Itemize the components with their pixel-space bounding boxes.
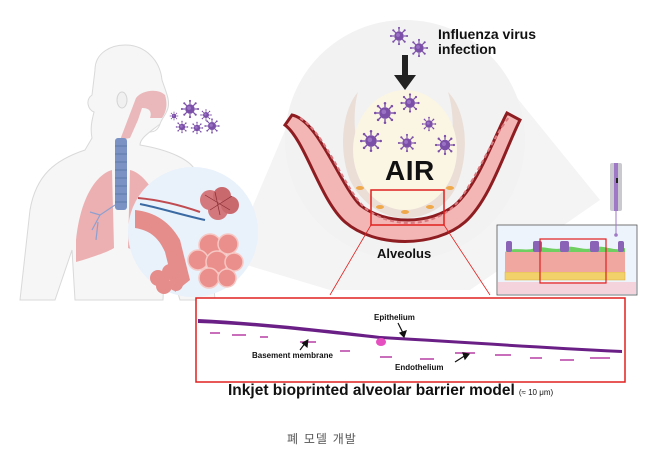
trachea (115, 138, 127, 210)
lung-alveoli-zoom (128, 167, 258, 297)
model-title-text: Inkjet bioprinted alveolar barrier model (228, 382, 515, 399)
capillary-cluster (200, 187, 239, 220)
epithelium-label: Epithelium (374, 313, 415, 322)
transwell-model-illustration (496, 163, 638, 296)
left-lung (76, 170, 114, 262)
endothelium-label: Endothelium (395, 363, 444, 372)
air-label: AIR (385, 155, 435, 186)
infection-label-line2: infection (438, 41, 497, 57)
histology-panel (195, 297, 626, 383)
stain-spot (376, 338, 386, 346)
alveolar-bud (150, 264, 183, 294)
inkjet-nozzle-icon (610, 163, 622, 237)
infection-label: Influenza virus infection (438, 27, 536, 57)
epithelium-arrow (397, 322, 404, 334)
ear (116, 91, 128, 109)
nasal-cavity (120, 90, 167, 140)
model-title: Inkjet bioprinted alveolar barrier model… (228, 382, 553, 400)
model-scale: (≈ 10 μm) (518, 388, 554, 397)
exhaled-viruses (169, 99, 221, 135)
infection-label-line1: Influenza virus (438, 26, 537, 42)
alveolus-highlight (329, 189, 491, 296)
infection-arrow-icon (394, 55, 416, 90)
basement-membrane-label: Basement membrane (252, 351, 333, 360)
alveolar-sac (187, 233, 244, 289)
alveolus-label: Alveolus (377, 246, 432, 261)
figure-caption: 폐 모델 개발 (287, 432, 357, 446)
